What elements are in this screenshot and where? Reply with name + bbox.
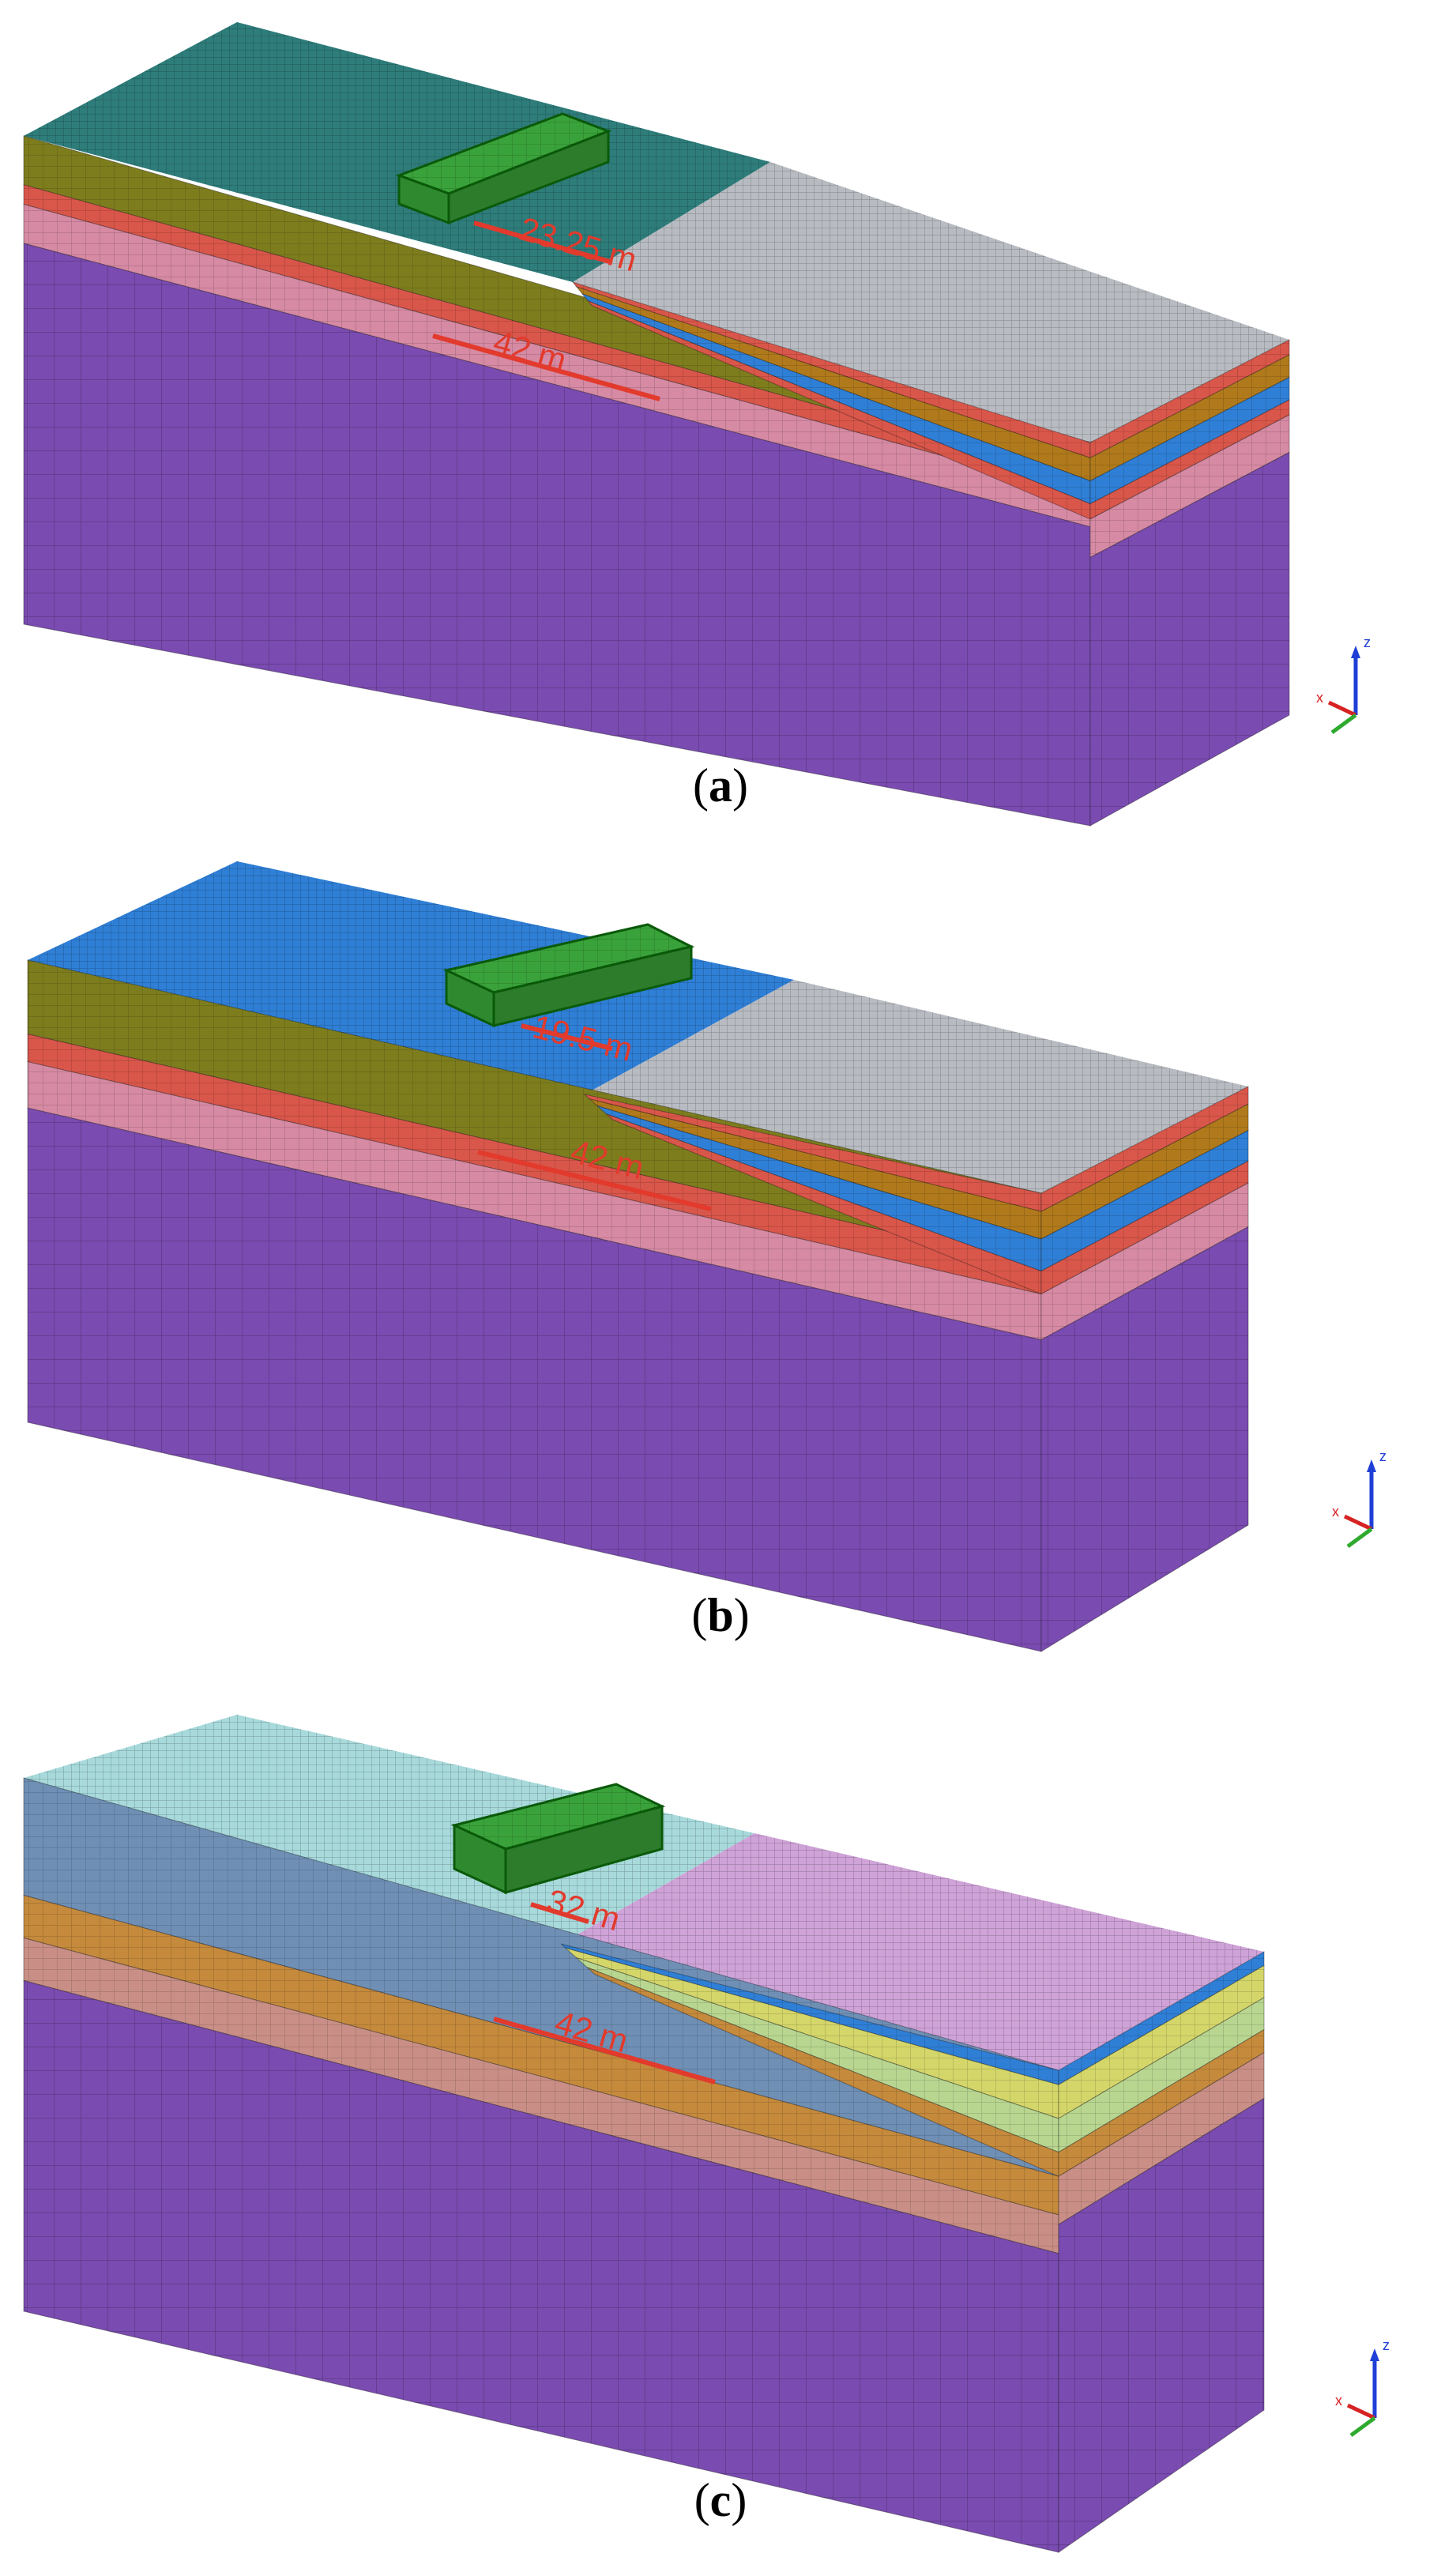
svg-text:x: x [1335,2393,1342,2408]
panel-b: 19.5 m 42 m x z (b) [0,861,1441,1715]
caption-c: (c) [694,2474,747,2526]
caption-b: (b) [691,1589,750,1641]
dimension-line-top [473,220,613,265]
dimension-line-bottom [493,2017,716,2085]
svg-text:z: z [1379,1448,1386,1464]
pile-foundation [442,923,695,1028]
panel-a: 23.25 m 42 m x z (a) [0,0,1441,861]
svg-text:z: z [1364,635,1371,650]
mesh-model-b: 19.5 m 42 m x z [27,861,1386,1652]
caption-a: (a) [693,759,748,812]
svg-text:x: x [1316,690,1323,706]
axis-triad: x z [1316,635,1371,735]
panel-c: 32 m 42 m x z (c) [0,1715,1441,2576]
mesh-model-a: 23.25 m 42 m x z [23,22,1371,827]
dimension-line-bottom [477,1150,712,1211]
dimension-line-top [530,1902,589,1924]
svg-text:x: x [1332,1504,1339,1520]
pile-foundation [450,1783,666,1895]
pile-foundation [395,112,612,225]
dimension-line-top [521,1023,613,1051]
axis-triad: x z [1332,1448,1386,1549]
mesh-model-c: 32 m 42 m x z [23,1715,1390,2553]
svg-text:z: z [1383,2337,1390,2353]
dimension-line-bottom [432,333,660,401]
axis-triad: x z [1335,2337,1390,2438]
